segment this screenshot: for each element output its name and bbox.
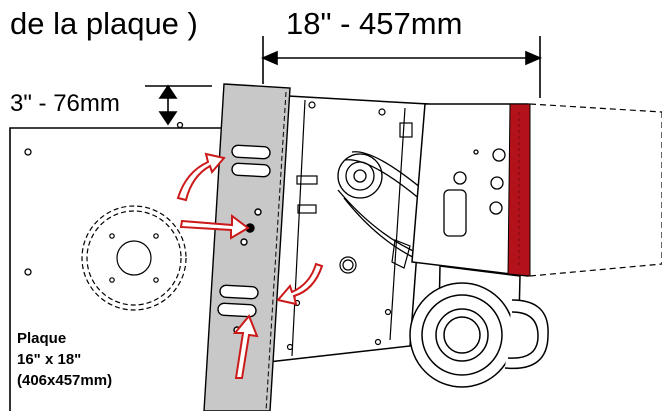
insert-arrow-bottom [232,314,259,379]
plate-size-mm: (406x457mm) [17,372,113,389]
insert-arrow-middle [179,214,250,240]
rail-slots [217,144,271,334]
frame-details [286,99,413,357]
width-dimension-label: 18" - 457mm [286,6,463,41]
title-fragment: de la plaque ) [10,6,198,41]
drive-motor [409,265,549,388]
brake-strip [507,103,531,277]
offset-dimension-line [145,84,212,126]
width-dimension-line [260,36,543,98]
plate-name: Plaque [17,330,67,347]
opener-frame [267,95,429,363]
mounting-rail [203,83,291,411]
adjust-arrow-up [176,152,226,202]
extension-outline [529,103,662,277]
motor-housing-holes [443,148,506,237]
offset-dimension-label: 3" - 76mm [10,90,120,117]
plate-size-inches: 16" x 18" [17,351,82,368]
adjust-arrow-down [276,262,324,306]
motor-mount-pattern [81,205,187,311]
